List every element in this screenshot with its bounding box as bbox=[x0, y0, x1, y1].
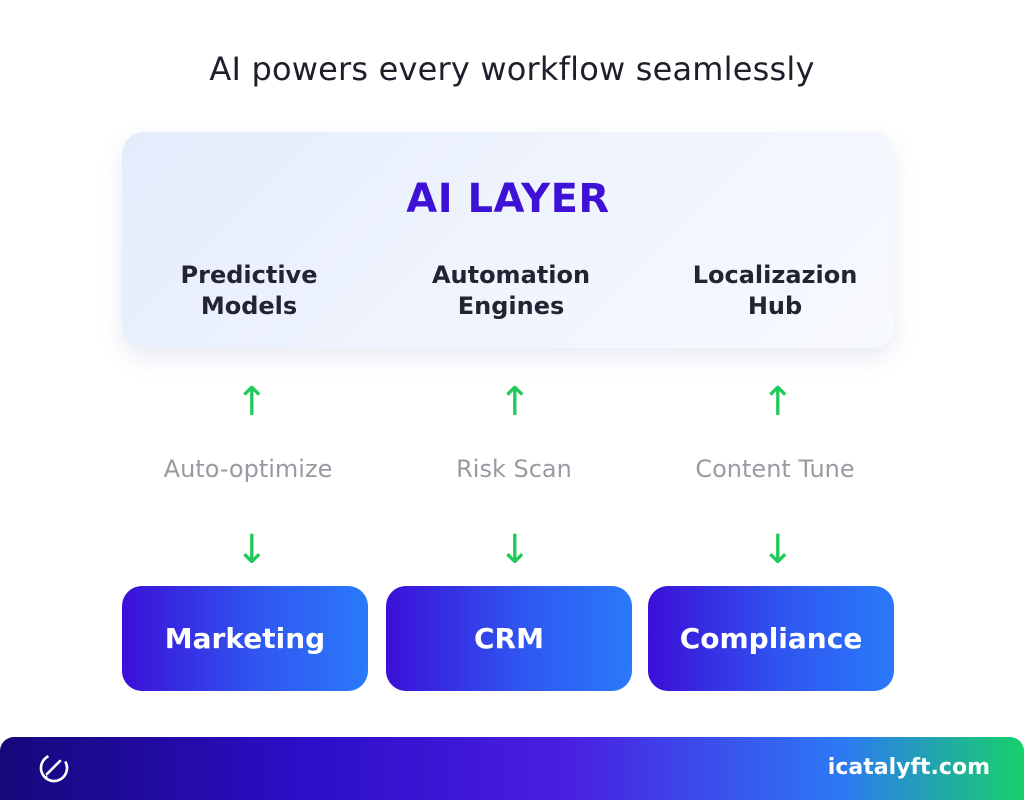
flow-label-content-tune: Content Tune bbox=[695, 455, 855, 483]
ai-layer-panel: AI LAYER Predictive Models Automation En… bbox=[122, 132, 894, 348]
arrow-up-icon: ↑ bbox=[761, 379, 795, 425]
ai-module-localization-hub: Localizazion Hub bbox=[692, 261, 858, 320]
system-box-compliance: Compliance bbox=[648, 586, 894, 691]
arrow-up-icon: ↑ bbox=[235, 379, 269, 425]
arrow-down-icon: ↓ bbox=[498, 527, 532, 573]
flow-label-auto-optimize: Auto-optimize bbox=[163, 455, 333, 483]
footer-bar: icatalyft.com bbox=[0, 737, 1024, 800]
arrow-down-icon: ↓ bbox=[761, 527, 795, 573]
arrow-up-icon: ↑ bbox=[498, 379, 532, 425]
page-title: AI powers every workflow seamlessly bbox=[209, 50, 815, 88]
ai-module-predictive-models: Predictive Models bbox=[180, 261, 318, 320]
system-box-marketing: Marketing bbox=[122, 586, 368, 691]
ai-layer-title: AI LAYER bbox=[406, 176, 610, 222]
arrow-down-icon: ↓ bbox=[235, 527, 269, 573]
system-box-crm: CRM bbox=[386, 586, 632, 691]
orbit-logo-icon bbox=[36, 750, 72, 786]
flow-label-risk-scan: Risk Scan bbox=[456, 455, 572, 483]
ai-module-automation-engines: Automation Engines bbox=[431, 261, 591, 320]
brand-url-link[interactable]: icatalyft.com bbox=[827, 755, 990, 780]
